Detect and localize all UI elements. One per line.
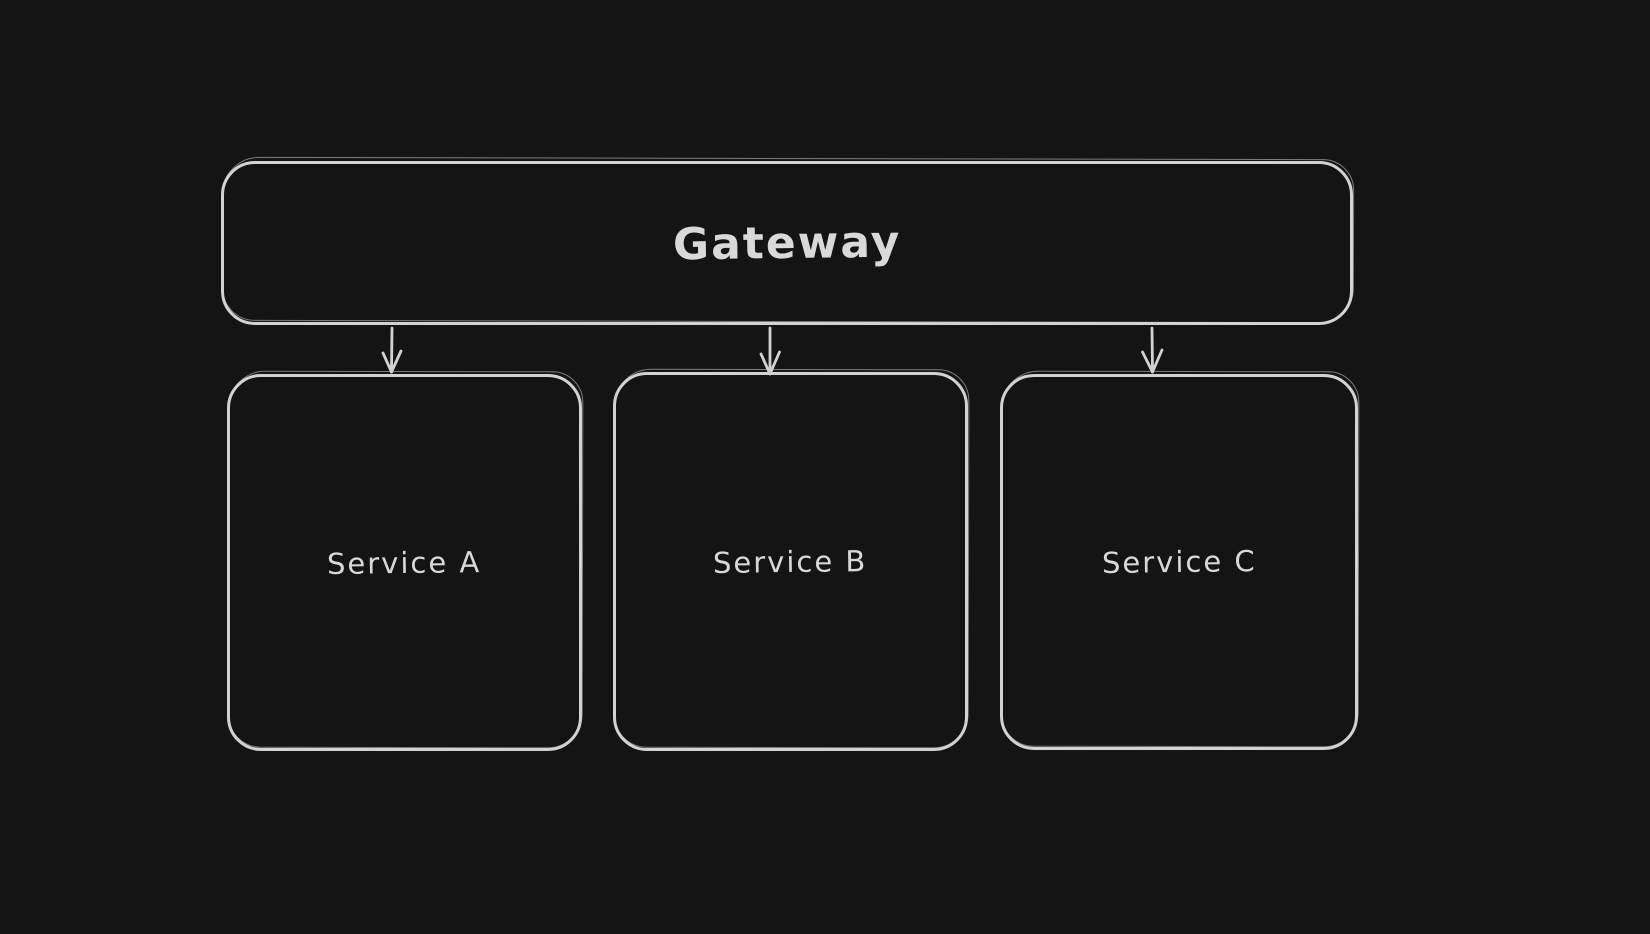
gateway-label: Gateway bbox=[672, 216, 902, 270]
service-a-node: Service A bbox=[227, 374, 582, 751]
service-a-label: Service A bbox=[327, 544, 482, 581]
service-c-node: Service C bbox=[1000, 374, 1358, 750]
arrow-gateway-to-service-a bbox=[381, 326, 403, 374]
arrow-gateway-to-service-b bbox=[759, 326, 781, 376]
arrow-gateway-to-service-c bbox=[1141, 326, 1164, 374]
service-b-label: Service B bbox=[713, 543, 868, 580]
gateway-node: Gateway bbox=[221, 161, 1353, 325]
service-b-node: Service B bbox=[613, 372, 968, 751]
service-c-label: Service C bbox=[1101, 544, 1257, 580]
